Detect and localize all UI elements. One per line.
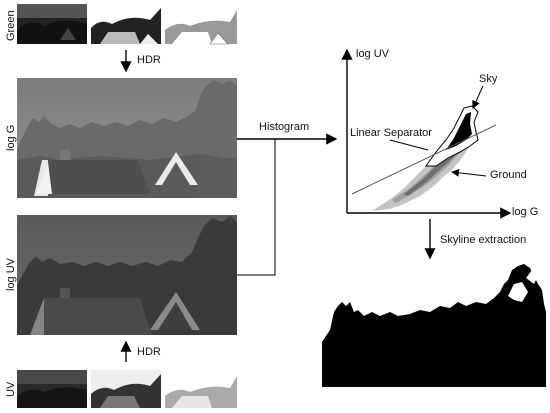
uv-thumb-bright	[165, 370, 237, 408]
log-uv-connector	[237, 139, 276, 276]
green-row-label: Green	[5, 10, 17, 41]
sky-pointer	[472, 85, 484, 109]
log-g-image	[17, 78, 237, 198]
histogram-label: Histogram	[259, 121, 310, 133]
uv-thumb-mid	[91, 370, 161, 408]
log-uv-row-label: log UV	[5, 257, 17, 291]
skyline-mask	[322, 264, 546, 387]
histogram-plot	[341, 48, 512, 219]
x-axis-label: log G	[512, 206, 539, 218]
hdr-top-label: HDR	[137, 54, 161, 66]
sky-region	[446, 112, 472, 150]
linear-separator-label: Linear Separator	[350, 127, 432, 139]
ground-label: Ground	[490, 169, 527, 181]
uv-thumb-dark	[17, 370, 87, 408]
y-axis-label: log UV	[356, 48, 390, 60]
sky-label: Sky	[479, 73, 498, 85]
uv-thumbnails	[17, 370, 237, 408]
linear-separator	[351, 124, 497, 195]
log-uv-image	[17, 215, 237, 335]
uv-row-label: UV	[5, 381, 17, 397]
green-thumb-bright	[165, 4, 237, 45]
ground-pointer	[451, 168, 487, 177]
green-thumbnails	[17, 4, 237, 45]
log-g-row-label: log G	[5, 124, 17, 151]
green-thumb-dark	[17, 4, 87, 44]
separator-pointer	[389, 139, 429, 151]
green-thumb-mid	[91, 4, 161, 44]
skyline-extraction-label: Skyline extraction	[440, 234, 527, 246]
hdr-bottom-label: HDR	[137, 346, 161, 358]
